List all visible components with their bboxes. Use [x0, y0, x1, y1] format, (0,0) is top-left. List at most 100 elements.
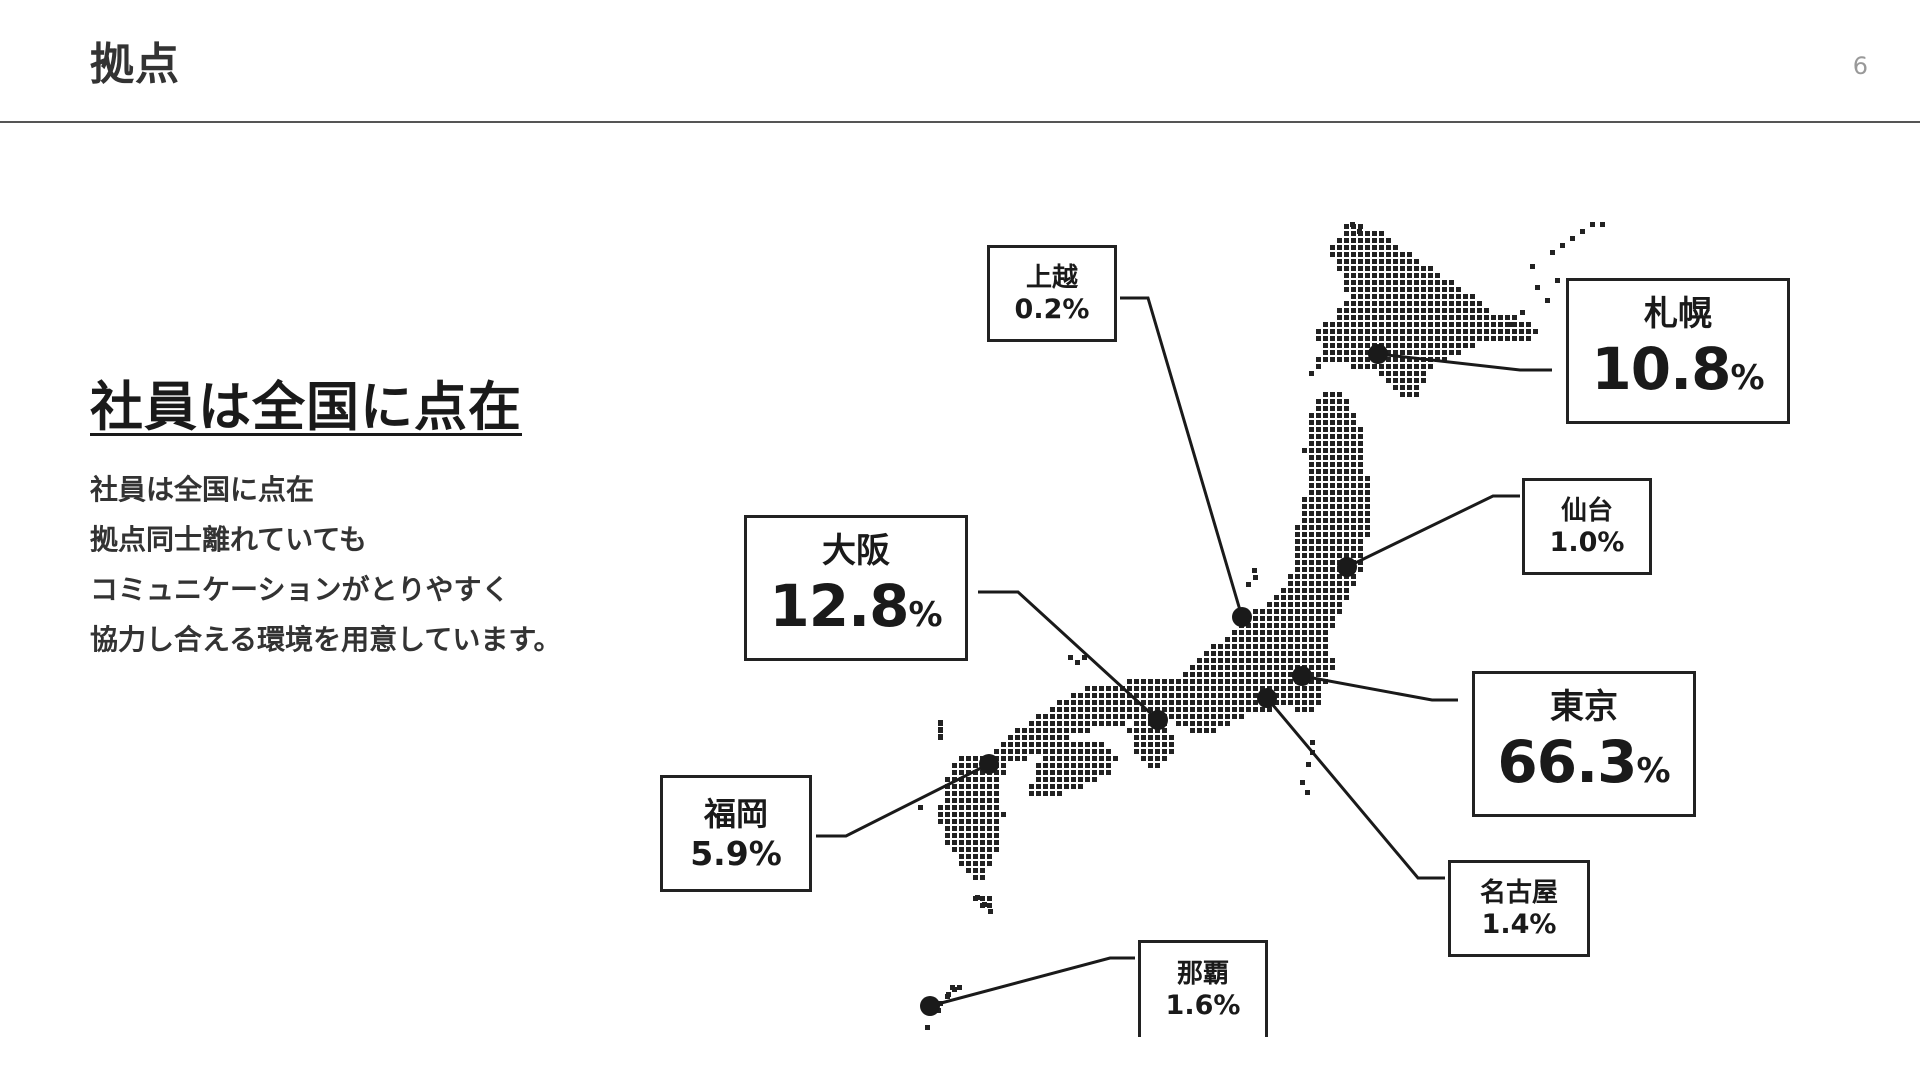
map-dot: [1372, 308, 1377, 313]
map-dot: [1344, 483, 1349, 488]
map-dot: [1519, 322, 1524, 327]
map-dot: [1267, 665, 1272, 670]
map-dot: [1267, 637, 1272, 642]
map-dot: [1253, 679, 1258, 684]
map-dot: [1337, 413, 1342, 418]
map-dot: [1323, 560, 1328, 565]
map-dot: [1463, 315, 1468, 320]
map-dot: [1428, 308, 1433, 313]
map-dot: [957, 985, 962, 990]
map-dot: [1309, 476, 1314, 481]
map-dot: [1358, 224, 1363, 229]
map-dot: [1218, 714, 1223, 719]
map-dot: [1560, 243, 1565, 248]
map-dot: [1218, 672, 1223, 677]
map-dot: [1379, 315, 1384, 320]
map-dot: [1309, 504, 1314, 509]
map-dot: [1330, 357, 1335, 362]
map-dot: [1358, 497, 1363, 502]
map-dot: [1484, 315, 1489, 320]
map-dot: [1302, 588, 1307, 593]
map-dot: [1225, 693, 1230, 698]
map-dot: [1211, 721, 1216, 726]
map-dot: [1274, 686, 1279, 691]
map-dot: [1407, 273, 1412, 278]
map-dot: [1127, 686, 1132, 691]
map-dot: [1113, 714, 1118, 719]
map-dot: [1337, 322, 1342, 327]
map-dot: [1330, 581, 1335, 586]
map-dot: [1386, 287, 1391, 292]
map-dot: [1323, 420, 1328, 425]
map-dot: [1267, 679, 1272, 684]
map-dot: [1302, 595, 1307, 600]
map-dot: [1414, 315, 1419, 320]
map-dot: [1309, 588, 1314, 593]
map-dot: [1190, 679, 1195, 684]
map-dot: [973, 756, 978, 761]
map-dot: [982, 902, 987, 907]
map-dot: [1057, 784, 1062, 789]
map-dot: [1155, 693, 1160, 698]
map-dot: [1162, 707, 1167, 712]
map-dot: [1302, 448, 1307, 453]
map-dot: [1330, 623, 1335, 628]
map-dot: [1302, 532, 1307, 537]
map-dot: [1113, 700, 1118, 705]
map-dot: [1225, 714, 1230, 719]
map-dot: [1323, 609, 1328, 614]
map-dot: [1365, 329, 1370, 334]
map-dot: [1365, 294, 1370, 299]
map-dot: [1344, 343, 1349, 348]
map-dot: [1358, 287, 1363, 292]
map-dot: [1323, 441, 1328, 446]
map-dot: [966, 756, 971, 761]
map-dot: [1393, 273, 1398, 278]
map-dot: [1358, 280, 1363, 285]
map-dot: [1246, 582, 1251, 587]
map-dot: [1330, 406, 1335, 411]
map-dot: [1337, 441, 1342, 446]
map-dot: [1337, 399, 1342, 404]
map-dot: [1365, 315, 1370, 320]
map-dot: [1141, 707, 1146, 712]
map-dot: [959, 756, 964, 761]
map-dot: [1358, 322, 1363, 327]
map-dot: [1057, 770, 1062, 775]
map-dot: [1082, 655, 1087, 660]
map-dot: [1330, 546, 1335, 551]
map-dot: [1050, 756, 1055, 761]
map-dot: [1456, 350, 1461, 355]
map-dot: [1344, 553, 1349, 558]
city-box-tokyo: 東京 66.3%: [1472, 671, 1696, 817]
map-dot: [1463, 294, 1468, 299]
map-dot: [987, 896, 992, 901]
map-dot: [1323, 588, 1328, 593]
map-dot: [1064, 721, 1069, 726]
map-dot: [1337, 476, 1342, 481]
map-dot: [1078, 749, 1083, 754]
city-share-value: 1.6: [1165, 990, 1214, 1021]
map-dot: [1407, 336, 1412, 341]
map-dot: [1274, 623, 1279, 628]
map-dot: [1064, 756, 1069, 761]
map-dot: [1316, 504, 1321, 509]
map-dot: [1225, 658, 1230, 663]
map-dot: [1309, 518, 1314, 523]
map-dot: [938, 727, 943, 732]
map-dot: [1442, 287, 1447, 292]
map-dot: [1330, 602, 1335, 607]
map-dot: [1064, 728, 1069, 733]
map-dot: [1520, 310, 1525, 315]
map-dot: [1043, 791, 1048, 796]
map-dot: [1386, 294, 1391, 299]
map-dot: [1281, 602, 1286, 607]
page-number: 6: [1852, 52, 1868, 80]
city-share-value: 1.0: [1549, 526, 1598, 558]
map-dot: [973, 868, 978, 873]
map-dot: [1253, 707, 1258, 712]
section-heading: 社員は全国に点在: [90, 377, 522, 438]
map-dot: [1512, 329, 1517, 334]
map-dot: [1351, 462, 1356, 467]
map-dot: [1351, 273, 1356, 278]
